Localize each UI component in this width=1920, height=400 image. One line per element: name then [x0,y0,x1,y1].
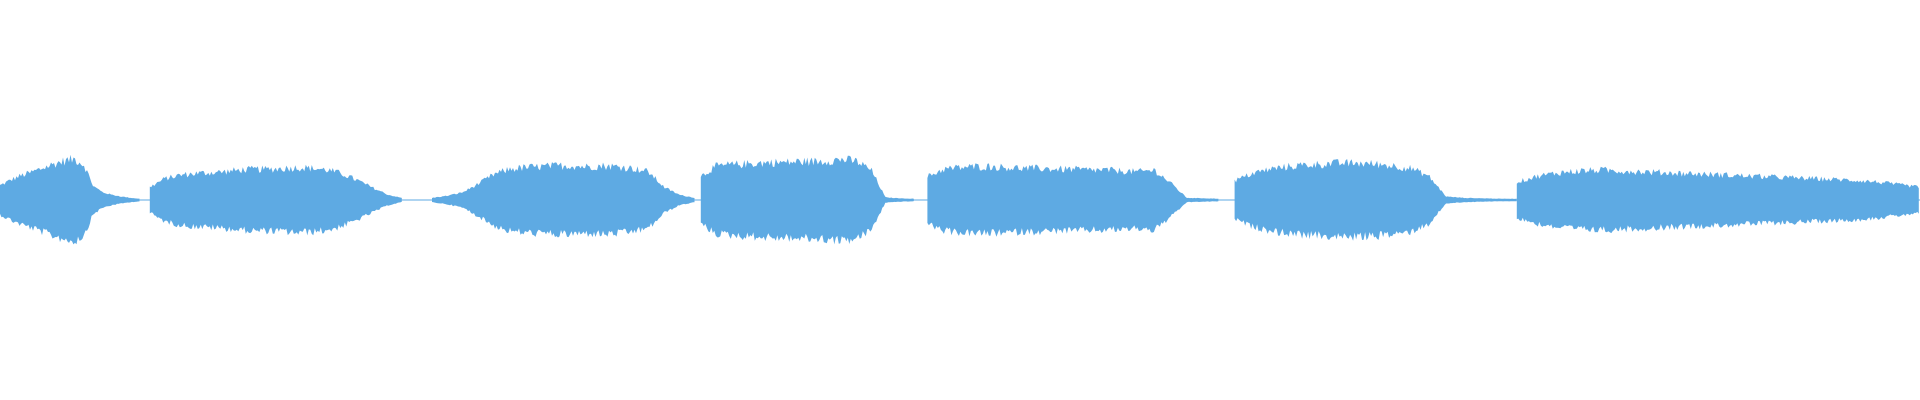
waveform-segment-5 [927,163,1219,237]
waveform-segment-6 [1234,159,1517,241]
waveform-segment-4 [700,155,914,245]
waveform-segment-1 [0,154,140,245]
waveform-segment-3 [432,162,695,238]
waveform-segment-7 [1516,166,1919,234]
waveform-segment-2 [149,164,402,236]
